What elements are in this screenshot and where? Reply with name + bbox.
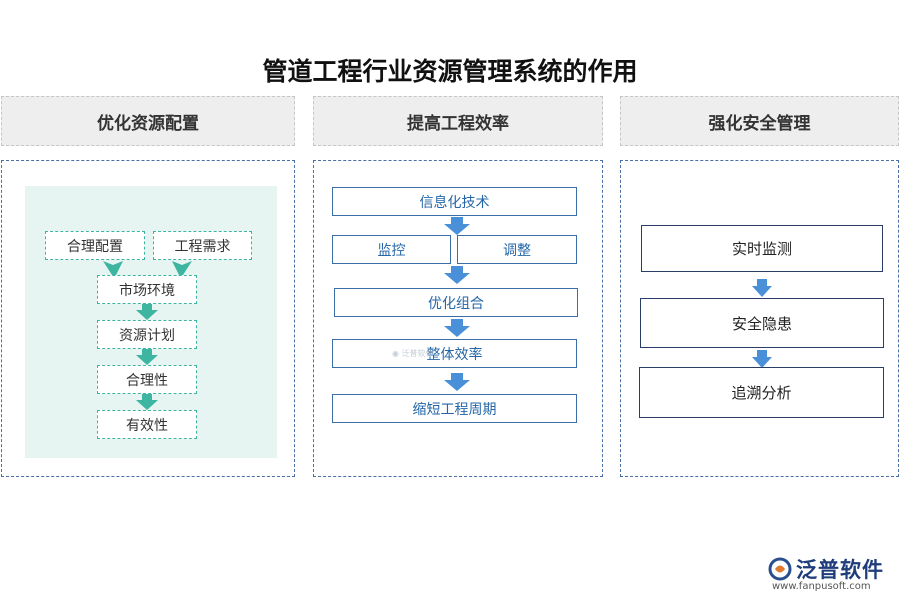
box-effectiveness: 有效性 — [97, 410, 197, 439]
column-header-efficiency: 提高工程效率 — [313, 96, 603, 146]
column-panel-efficiency: 信息化技术 监控 调整 优化组合 整体效率 缩短工程周期 — [313, 160, 603, 477]
box-traceability-analysis: 追溯分析 — [639, 367, 884, 418]
logo-url: www.fanpusoft.com — [772, 581, 871, 592]
box-safety-hazards: 安全隐患 — [640, 298, 884, 348]
brand-logo: 泛普软件 — [768, 554, 884, 584]
box-resource-plan: 资源计划 — [97, 320, 197, 349]
box-market-environment: 市场环境 — [97, 275, 197, 304]
green-arrow-down-icon — [136, 304, 158, 320]
logo-name: 泛普软件 — [796, 558, 884, 582]
box-adjustment: 调整 — [457, 235, 577, 264]
column-panel-safety: 实时监测 安全隐患 追溯分析 — [620, 160, 899, 477]
box-project-demand: 工程需求 — [153, 231, 252, 260]
watermark: ◉ 泛普软件 — [392, 348, 434, 359]
box-shorten-cycle: 缩短工程周期 — [332, 394, 577, 423]
blue-arrow-down-icon — [444, 266, 470, 284]
fanpu-logo-icon — [768, 557, 792, 581]
box-information-technology: 信息化技术 — [332, 187, 577, 216]
page-title: 管道工程行业资源管理系统的作用 — [262, 57, 638, 86]
green-arrow-down-left-icon — [103, 261, 123, 275]
blue-arrow-down-icon — [752, 279, 772, 297]
box-realtime-monitoring: 实时监测 — [641, 225, 883, 272]
green-arrow-down-icon — [136, 349, 158, 365]
blue-arrow-down-icon — [444, 319, 470, 337]
blue-arrow-down-icon — [752, 350, 772, 368]
watermark-logo-icon: ◉ — [392, 349, 399, 358]
green-arrow-down-icon — [136, 394, 158, 410]
column-header-safety: 强化安全管理 — [620, 96, 899, 146]
box-reasonable-config: 合理配置 — [45, 231, 145, 260]
box-optimize-combination: 优化组合 — [334, 288, 578, 317]
green-arrow-down-right-icon — [172, 261, 192, 275]
blue-arrow-down-icon — [444, 217, 470, 235]
blue-arrow-down-icon — [444, 373, 470, 391]
box-overall-efficiency: 整体效率 — [332, 339, 577, 368]
box-rationality: 合理性 — [97, 365, 197, 394]
box-monitoring: 监控 — [332, 235, 451, 264]
watermark-text: 泛普软件 — [401, 349, 434, 358]
column-panel-optimize: 合理配置 工程需求 市场环境 资源计划 合理性 有效性 — [1, 160, 295, 477]
column-header-optimize: 优化资源配置 — [1, 96, 295, 146]
